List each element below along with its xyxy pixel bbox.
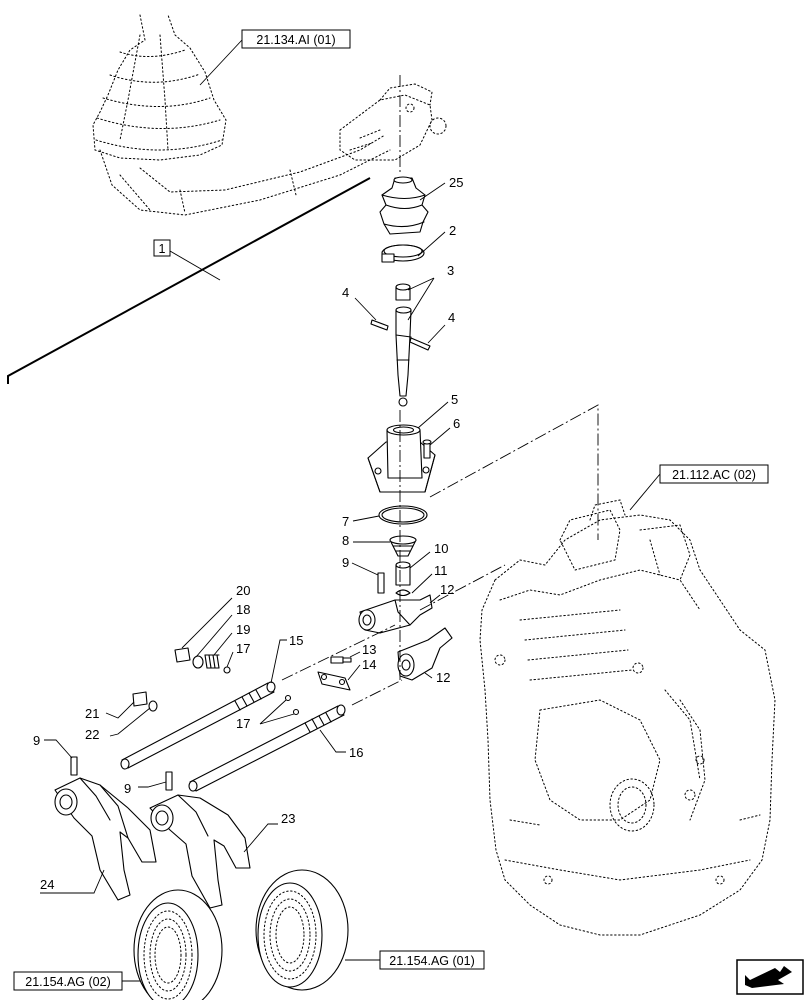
- part-12-selector-lower: [397, 627, 453, 681]
- next-page-arrow-icon[interactable]: [736, 959, 804, 995]
- callout-2: 2: [449, 223, 456, 238]
- part-6-screw: [422, 439, 432, 459]
- callout-6: 6: [453, 416, 460, 431]
- callout-16: 16: [349, 745, 363, 760]
- callout-24: 24: [40, 877, 54, 892]
- part-11-circlip: [395, 589, 411, 597]
- callout-21: 21: [85, 706, 99, 721]
- part-17-ball-a: [223, 666, 231, 674]
- callout-11: 11: [434, 563, 448, 578]
- part-24-shift-fork: [54, 777, 157, 901]
- callout-20: 20: [236, 583, 250, 598]
- callout-22: 22: [85, 727, 99, 742]
- ref-21-112-ac-02[interactable]: 21.112.AC (02): [659, 464, 769, 484]
- part-25-boot: [379, 176, 429, 235]
- callout-4-left: 4: [342, 285, 349, 300]
- callout-9-middle: 9: [124, 781, 131, 796]
- part-10-bushing: [395, 561, 411, 586]
- callout-5: 5: [451, 392, 458, 407]
- part-5-housing: [367, 424, 436, 493]
- callout-12-upper: 12: [440, 582, 454, 597]
- part-13-bolt: [330, 656, 352, 664]
- box-1-label: 1: [159, 242, 166, 256]
- part-20-plug: [174, 647, 191, 663]
- part-23-shift-fork: [149, 794, 251, 909]
- callout-19: 19: [236, 622, 250, 637]
- synchro-pack-right: [255, 869, 349, 991]
- callout-9-upper: 9: [342, 555, 349, 570]
- callout-7: 7: [342, 514, 349, 529]
- callout-10: 10: [434, 541, 448, 556]
- callout-17-upper: 17: [236, 641, 250, 656]
- callout-25: 25: [449, 175, 463, 190]
- callout-3: 3: [447, 263, 454, 278]
- part-9-pin-middle: [165, 771, 173, 791]
- callout-15: 15: [289, 633, 303, 648]
- part-15-shift-rod: [120, 681, 276, 770]
- gearbox-housing-reference: [479, 499, 776, 936]
- part-21-plug: [132, 691, 148, 707]
- callout-17-lower: 17: [236, 716, 250, 731]
- synchro-pack-left: [133, 889, 223, 1000]
- ref-21-134-ai-01[interactable]: 21.134.AI (01): [241, 29, 351, 49]
- part-18-washer: [192, 655, 204, 669]
- part-4-pins: [370, 319, 431, 351]
- part-14-plate: [317, 671, 351, 691]
- part-16-shift-rod: [188, 704, 346, 792]
- ref-21-154-ag-02[interactable]: 21.154.AG (02): [13, 971, 123, 991]
- callout-23: 23: [281, 811, 295, 826]
- axis-lines: [281, 404, 599, 706]
- part-2-clamp: [381, 244, 425, 263]
- gear-lever-assembly-reference: [92, 14, 447, 216]
- part-3-shift-shaft: [395, 283, 412, 407]
- ref-housing-label: 21.112.AC (02): [672, 468, 756, 482]
- part-9-pin-upper: [377, 572, 385, 594]
- part-22-washer: [148, 700, 158, 712]
- ref-sync-right-label: 21.154.AG (01): [389, 954, 474, 968]
- ref-top-label: 21.134.AI (01): [256, 33, 335, 47]
- assembly-leader-line: [7, 177, 371, 384]
- callout-18: 18: [236, 602, 250, 617]
- part-9-pin-left: [70, 756, 78, 776]
- ref-sync-left-label: 21.154.AG (02): [25, 975, 110, 989]
- callout-13: 13: [362, 642, 376, 657]
- callout-14: 14: [362, 657, 376, 672]
- part-12-selector-upper: [358, 594, 433, 634]
- part-7-o-ring: [378, 505, 428, 525]
- callout-12-lower: 12: [436, 670, 450, 685]
- callout-4-right: 4: [448, 310, 455, 325]
- callout-9-left: 9: [33, 733, 40, 748]
- part-17-balls-b: [284, 694, 300, 716]
- callout-8: 8: [342, 533, 349, 548]
- box-1: 1: [153, 239, 171, 257]
- part-8-cone: [389, 535, 417, 557]
- ref-21-154-ag-01[interactable]: 21.154.AG (01): [379, 950, 485, 970]
- part-19-spring: [204, 654, 220, 669]
